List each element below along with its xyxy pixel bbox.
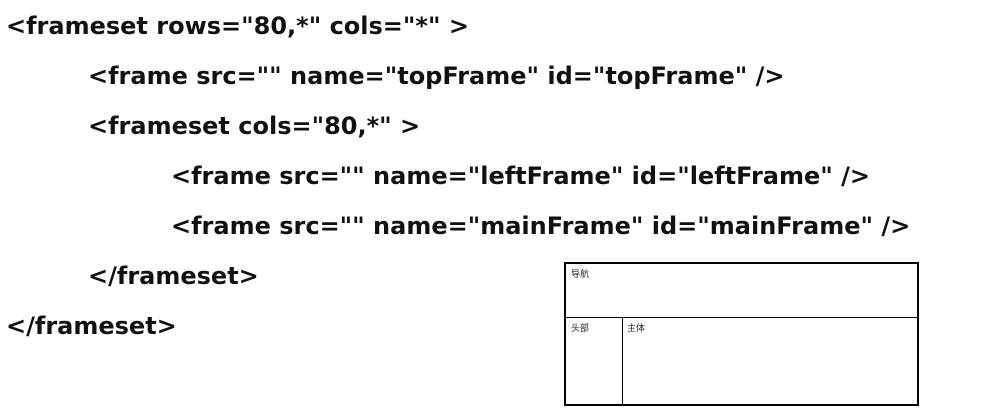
code-line-top-frame: <frame src="" name="topFrame" id="topFra… (88, 62, 785, 90)
code-line-inner-frameset-open: <frameset cols="80,*" > (88, 112, 421, 140)
code-line-main-frame: <frame src="" name="mainFrame" id="mainF… (171, 212, 911, 240)
left-frame-region: 头部 (566, 318, 623, 404)
code-line-outer-frameset-open: <frameset rows="80,*" cols="*" > (6, 12, 469, 40)
code-line-left-frame: <frame src="" name="leftFrame" id="leftF… (171, 162, 871, 190)
top-frame-region: 导航 (566, 264, 917, 318)
left-frame-label: 头部 (571, 324, 590, 334)
frameset-layout-diagram: 导航 头部 主体 (564, 262, 919, 406)
top-frame-label: 导航 (571, 270, 590, 280)
main-frame-label: 主体 (627, 324, 646, 334)
code-line-outer-frameset-close: </frameset> (6, 312, 177, 340)
code-line-inner-frameset-close: </frameset> (88, 262, 259, 290)
main-frame-region: 主体 (623, 318, 917, 404)
